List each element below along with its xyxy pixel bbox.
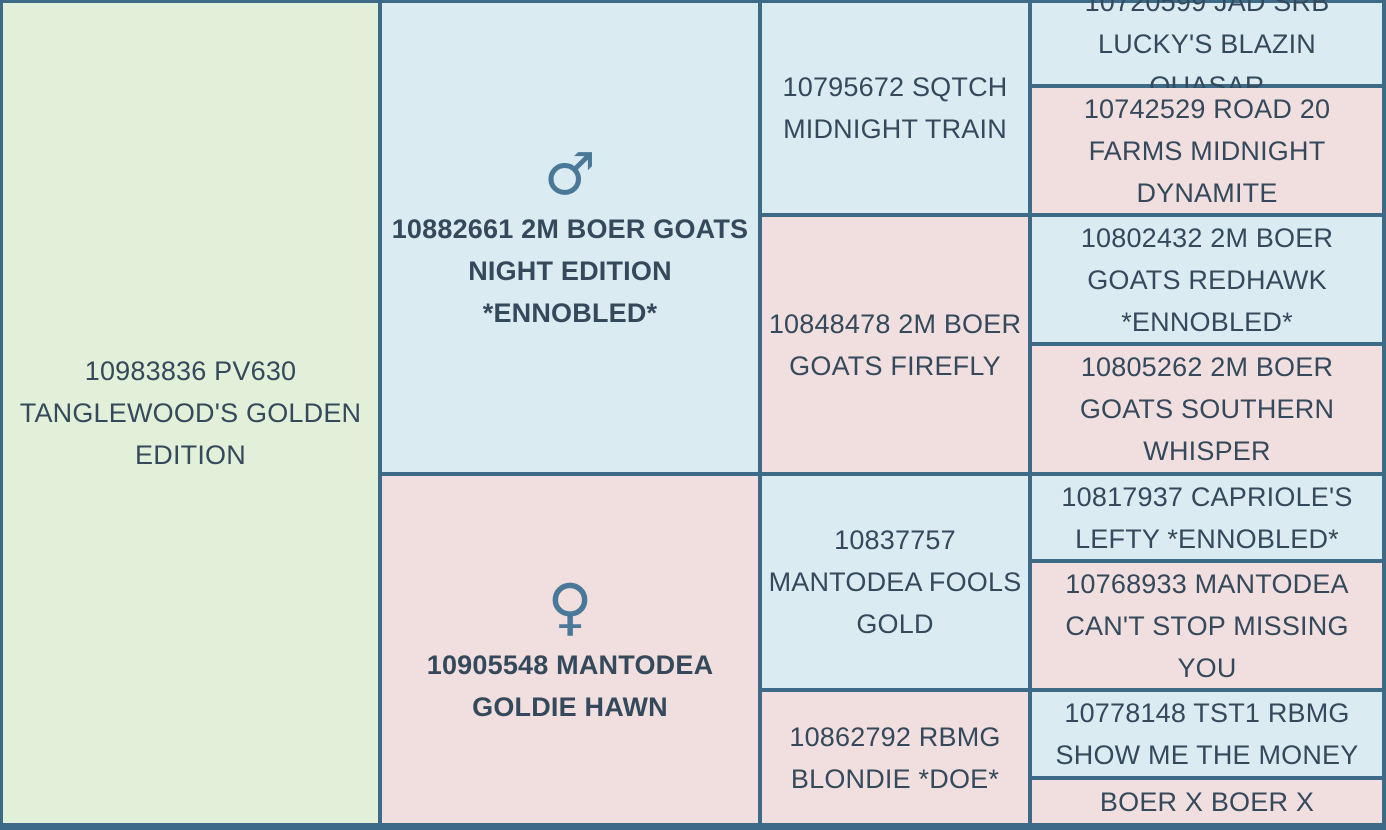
sire-sire-sire[interactable]: 10720599 JAD SRB LUCKY'S BLAZIN QUASAR	[1032, 0, 1382, 101]
sire-dam-name: 10848478 2M BOER GOATS FIREFLY	[768, 308, 1022, 381]
dam-sire-sire[interactable]: 10817937 CAPRIOLE'S LEFTY *ENNOBLED*	[1032, 476, 1382, 559]
dam-name: 10905548 MANTODEA GOLDIE HAWN	[426, 649, 714, 722]
male-symbol-icon: ♂	[543, 139, 597, 208]
female-symbol-icon: ♀	[547, 569, 593, 643]
sire-dam-dam[interactable]: 10805262 2M BOER GOATS SOUTHERN WHISPER	[1032, 346, 1382, 472]
dam-dam-sire[interactable]: 10778148 TST1 RBMG SHOW ME THE MONEY	[1032, 692, 1382, 776]
dam-sire-name: 10837757 MANTODEA FOOLS GOLD	[768, 525, 1022, 639]
dam-sire-dam[interactable]: 10768933 MANTODEA CAN'T STOP MISSING YOU	[1032, 563, 1382, 688]
dam-sire-sire-name: 10817937 CAPRIOLE'S LEFTY *ENNOBLED*	[1061, 481, 1353, 554]
sire-sire-dam-name: 10742529 ROAD 20 FARMS MIDNIGHT DYNAMITE	[1083, 93, 1331, 208]
sire-dam-dam-name: 10805262 2M BOER GOATS SOUTHERN WHISPER	[1079, 352, 1335, 466]
sire[interactable]: ♂ 10882661 2M BOER GOATS NIGHT EDITION *…	[382, 3, 758, 472]
sire-name: 10882661 2M BOER GOATS NIGHT EDITION *EN…	[391, 213, 749, 328]
sire-sire[interactable]: 10795672 SQTCH MIDNIGHT TRAIN	[762, 3, 1028, 213]
sire-sire-name: 10795672 SQTCH MIDNIGHT TRAIN	[782, 72, 1008, 144]
sire-dam[interactable]: 10848478 2M BOER GOATS FIREFLY	[762, 217, 1028, 472]
dam-sire[interactable]: 10837757 MANTODEA FOOLS GOLD	[762, 476, 1028, 688]
dam-dam-sire-name: 10778148 TST1 RBMG SHOW ME THE MONEY	[1055, 698, 1359, 770]
sire-sire-dam[interactable]: 10742529 ROAD 20 FARMS MIDNIGHT DYNAMITE	[1032, 88, 1382, 213]
dam-dam[interactable]: 10862792 RBMG BLONDIE *DOE*	[762, 692, 1028, 823]
dam[interactable]: ♀ 10905548 MANTODEA GOLDIE HAWN	[382, 476, 758, 823]
dam-dam-dam-name: BOER X BOER X	[1099, 786, 1315, 817]
dam-sire-dam-name: 10768933 MANTODEA CAN'T STOP MISSING YOU	[1065, 568, 1349, 683]
subject-goat-name: 10983836 PV630 TANGLEWOOD'S GOLDEN EDITI…	[19, 356, 362, 470]
sire-dam-sire[interactable]: 10802432 2M BOER GOATS REDHAWK *ENNOBLED…	[1032, 217, 1382, 342]
sire-dam-sire-name: 10802432 2M BOER GOATS REDHAWK *ENNOBLED…	[1080, 222, 1334, 337]
dam-dam-name: 10862792 RBMG BLONDIE *DOE*	[789, 721, 1001, 794]
dam-dam-dam[interactable]: BOER X BOER X	[1032, 780, 1382, 823]
subject-goat[interactable]: 10983836 PV630 TANGLEWOOD'S GOLDEN EDITI…	[3, 3, 378, 823]
